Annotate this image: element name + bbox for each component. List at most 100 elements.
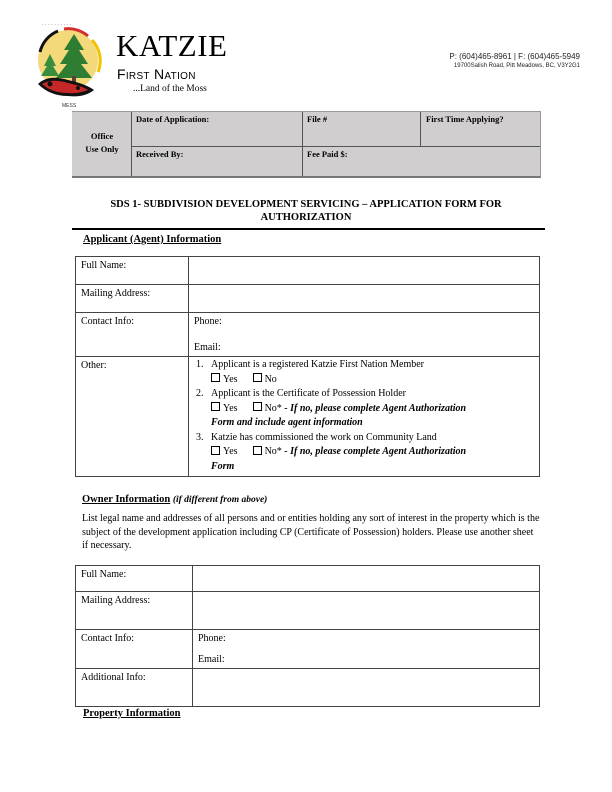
office-use-label-line1: Office — [90, 131, 114, 141]
applicant-full-name-label: Full Name: — [75, 256, 189, 285]
table-row: Mailing Address: — [75, 284, 540, 313]
question-options: Yes No* - If no, please complete Agent A… — [211, 402, 534, 417]
checkbox-icon — [252, 373, 262, 382]
yes-label: Yes — [223, 402, 238, 414]
owner-table: Full Name: Mailing Address: Contact Info… — [75, 565, 540, 707]
svg-text:MESS: MESS — [62, 103, 77, 109]
date-of-application-field[interactable]: Date of Application: — [136, 114, 296, 144]
no-label: No* — [264, 402, 282, 414]
fee-paid-field[interactable]: Fee Paid $: — [307, 149, 535, 174]
katzie-logo: · · · · · · · · · · MESS — [28, 14, 106, 110]
first-time-applying-label: First Time Applying? — [426, 114, 504, 124]
question-text: Applicant is a registered Katzie First N… — [211, 359, 424, 370]
form-title-line2: AUTHORIZATION — [260, 212, 352, 223]
cp-holder-yes-checkbox[interactable]: Yes — [211, 402, 238, 414]
divider — [420, 112, 421, 146]
applicant-other-cell: 1. Applicant is a registered Katzie Firs… — [188, 356, 540, 477]
table-row: Full Name: — [75, 256, 540, 285]
table-row: Full Name: — [75, 565, 540, 592]
org-tagline: ...Land of the Moss — [133, 84, 207, 94]
table-row: Additional Info: — [75, 668, 540, 707]
community-land-yes-checkbox[interactable]: Yes — [211, 445, 238, 457]
applicant-table: Full Name: Mailing Address: Contact Info… — [75, 256, 540, 477]
owner-mailing-address-label: Mailing Address: — [75, 591, 193, 630]
office-use-label: Office Use Only — [72, 130, 132, 156]
org-subtitle: First Nation — [117, 67, 196, 81]
form-title: SDS 1- SUBDIVISION DEVELOPMENT SERVICING… — [72, 198, 540, 224]
question-number: 2. — [196, 388, 204, 399]
contact-block: P: (604)465-8961 | F: (604)465-5949 1970… — [449, 51, 580, 71]
owner-additional-info-input[interactable] — [192, 668, 540, 707]
svg-text:· · · · · · · · · ·: · · · · · · · · · · — [42, 22, 71, 28]
member-yes-checkbox[interactable]: Yes — [211, 373, 238, 385]
agent-authorization-note-cont: Form and include agent information — [211, 417, 363, 428]
applicant-contact-info-cell: Phone: Email: — [188, 312, 540, 357]
question-options: Yes No — [211, 373, 534, 388]
title-rule — [72, 228, 545, 230]
file-number-label: File # — [307, 114, 328, 124]
applicant-phone-input[interactable]: Phone: — [194, 315, 534, 341]
fee-paid-label: Fee Paid $: — [307, 149, 348, 159]
question-item: 1. Applicant is a registered Katzie Firs… — [194, 358, 534, 387]
checkbox-icon — [211, 445, 220, 455]
date-of-application-label: Date of Application: — [136, 114, 210, 124]
member-no-checkbox[interactable]: No — [252, 373, 277, 385]
owner-contact-info-cell: Phone: Email: — [192, 629, 540, 669]
file-number-field[interactable]: File # — [307, 114, 415, 144]
table-row: Mailing Address: — [75, 591, 540, 630]
checkbox-icon — [211, 402, 220, 411]
divider — [131, 112, 132, 176]
community-land-no-checkbox[interactable]: No* — [252, 445, 282, 457]
email-label: Email: — [194, 342, 221, 353]
agent-authorization-note-cont: Form — [211, 460, 235, 472]
yes-label: Yes — [223, 446, 238, 457]
received-by-field[interactable]: Received By: — [136, 149, 296, 174]
cp-holder-no-checkbox[interactable]: No* — [252, 402, 282, 414]
question-text: Katzie has commissioned the work on Comm… — [211, 431, 437, 443]
applicant-contact-info-label: Contact Info: — [75, 312, 189, 357]
owner-contact-info-label: Contact Info: — [75, 629, 193, 669]
question-options: Yes No* - If no, please complete Agent A… — [211, 445, 534, 460]
applicant-questions-list: 1. Applicant is a registered Katzie Firs… — [194, 358, 534, 474]
applicant-mailing-address-label: Mailing Address: — [75, 284, 189, 313]
applicant-other-label: Other: — [75, 356, 189, 477]
owner-heading-text: Owner Information — [82, 494, 171, 505]
checkbox-icon — [252, 402, 262, 411]
office-use-label-line2: Use Only — [85, 144, 119, 154]
applicant-full-name-input[interactable] — [188, 256, 540, 285]
table-row: Contact Info: Phone: Email: — [75, 312, 540, 357]
owner-full-name-input[interactable] — [192, 565, 540, 592]
question-number: 3. — [196, 431, 204, 443]
applicant-email-input[interactable]: Email: — [194, 341, 534, 354]
yes-label: Yes — [223, 373, 238, 385]
owner-additional-info-label: Additional Info: — [75, 668, 193, 707]
owner-email-input[interactable]: Email: — [198, 653, 534, 666]
table-row: Other: 1. Applicant is a registered Katz… — [75, 356, 540, 477]
org-name: KATZIE — [116, 28, 228, 63]
question-item: 2. Applicant is the Certificate of Posse… — [194, 387, 534, 431]
question-text: Applicant is the Certificate of Possessi… — [211, 388, 406, 399]
first-time-applying-field[interactable]: First Time Applying? — [426, 114, 536, 144]
agent-authorization-note: - If no, please complete Agent Authoriza… — [284, 446, 467, 457]
phone-label: Phone: — [194, 316, 222, 327]
no-label: No* — [264, 446, 282, 457]
owner-phone-input[interactable]: Phone: — [198, 632, 534, 653]
org-subtitle-text: First Nation — [117, 66, 196, 82]
question-number: 1. — [196, 359, 204, 370]
checkbox-icon — [211, 373, 220, 382]
owner-heading-note: (if different from above) — [172, 495, 268, 505]
applicant-mailing-address-input[interactable] — [188, 284, 540, 313]
divider — [131, 146, 540, 147]
email-label: Email: — [198, 654, 225, 665]
checkbox-icon — [252, 445, 262, 455]
office-use-table: Office Use Only Date of Application: Fil… — [72, 111, 541, 178]
agent-authorization-note: - If no, please complete Agent Authoriza… — [284, 402, 467, 414]
owner-mailing-address-input[interactable] — [192, 591, 540, 630]
owner-instructions: List legal name and addresses of all per… — [82, 513, 540, 551]
logo-emblem-icon: · · · · · · · · · · MESS — [38, 22, 102, 109]
applicant-heading: Applicant (Agent) Information — [83, 234, 222, 245]
form-title-line1: SDS 1- SUBDIVISION DEVELOPMENT SERVICING… — [110, 199, 502, 210]
no-label: No — [264, 373, 277, 385]
divider — [302, 112, 303, 176]
table-row: Contact Info: Phone: Email: — [75, 629, 540, 669]
